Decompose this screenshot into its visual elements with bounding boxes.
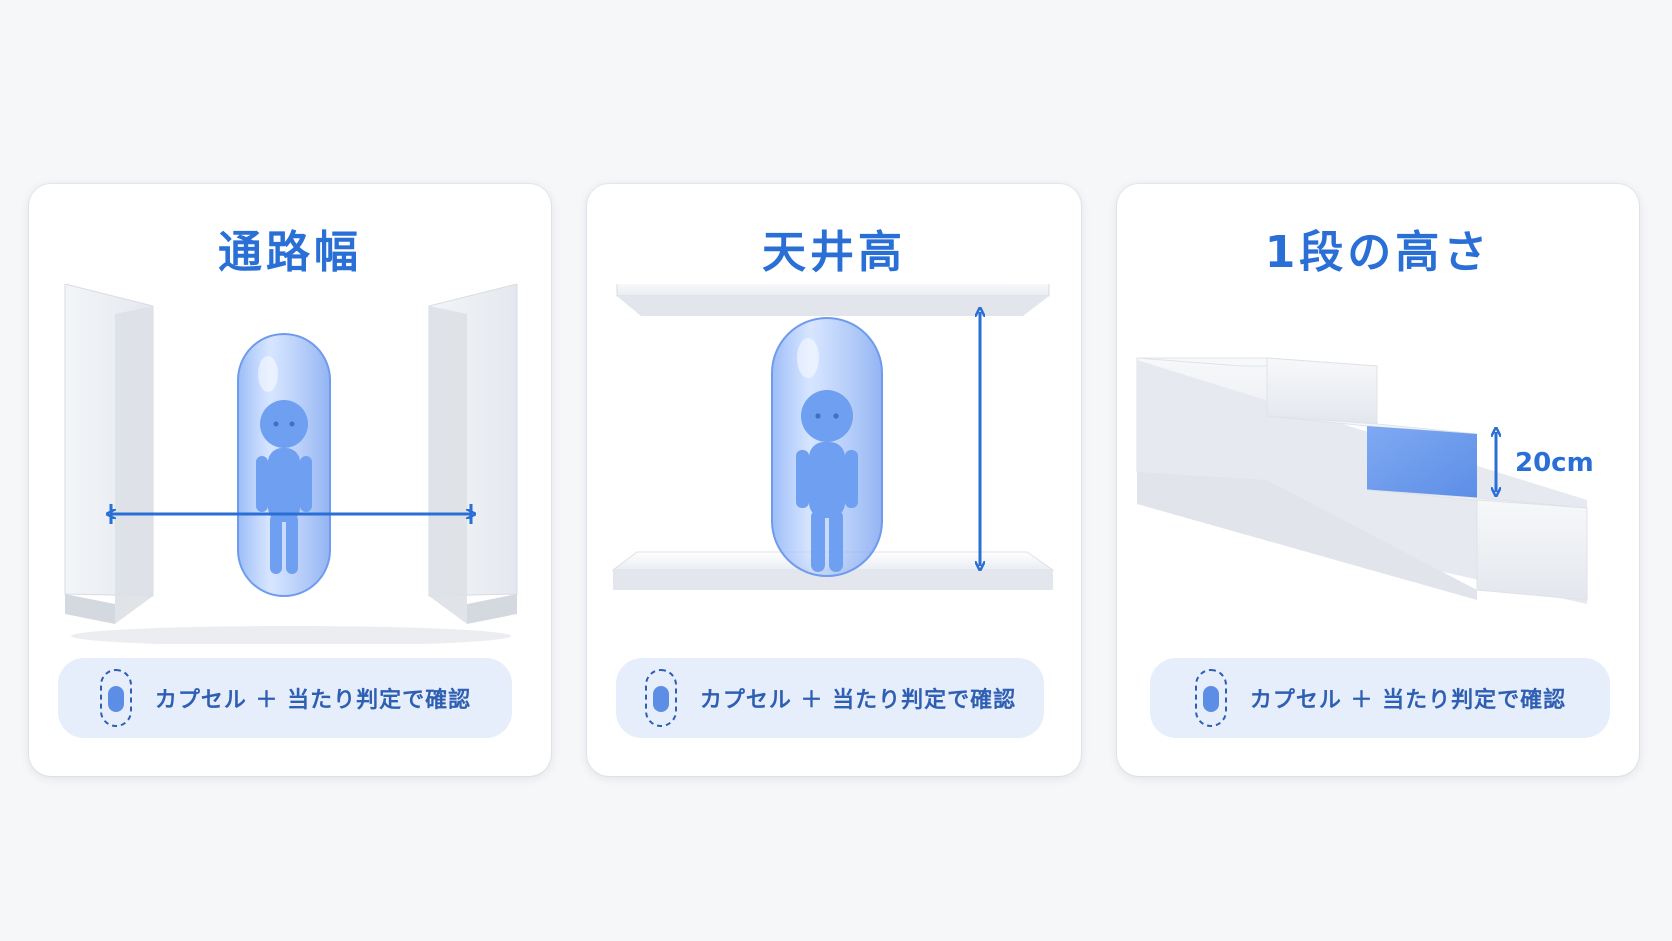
capsule-collision-icon <box>1194 669 1227 727</box>
panel-title: 1段の高さ <box>1264 227 1492 278</box>
caption-pill: カプセル ＋ 当たり判定で確認 <box>616 658 1044 738</box>
caption-pill: カプセル ＋ 当たり判定で確認 <box>1150 658 1610 738</box>
ceiling-scene <box>611 284 1055 590</box>
panel-title: 通路幅 <box>218 227 362 278</box>
caption-text: カプセル ＋ 当たり判定で確認 <box>699 688 1017 713</box>
panel-title: 天井高 <box>762 227 906 278</box>
panel-corridor-width: 通路幅 <box>29 184 551 776</box>
caption-text: カプセル ＋ 当たり判定で確認 <box>154 688 472 713</box>
caption-text: カプセル ＋ 当たり判定で確認 <box>1249 688 1567 713</box>
caption-pill: カプセル ＋ 当たり判定で確認 <box>58 658 512 738</box>
capsule-character-icon <box>237 333 331 597</box>
capsule-collision-icon <box>644 669 677 727</box>
stairs-scene: 20cm <box>1136 357 1594 604</box>
ceiling-slab-icon <box>616 284 1050 316</box>
capsule-character-icon <box>771 317 883 577</box>
step-height-label: 20cm <box>1515 448 1594 478</box>
wall-icon <box>64 284 154 624</box>
panel-step-height: 1段の高さ 20cm カプセル ＋ 当たり判定で確 <box>1117 184 1639 776</box>
capsule-collision-icon <box>99 669 132 727</box>
panel-ceiling-height: 天井高 カプセル ＋ <box>587 184 1081 776</box>
stairs-icon <box>1136 357 1588 604</box>
wall-icon <box>428 284 518 624</box>
corridor-scene <box>64 284 518 644</box>
